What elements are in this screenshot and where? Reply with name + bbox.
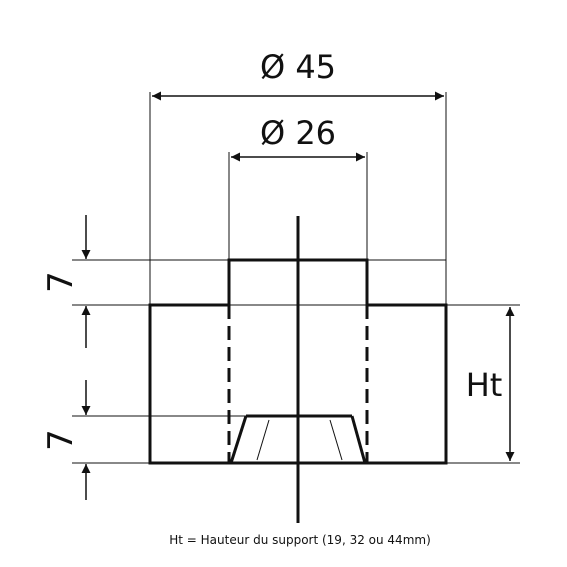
countersink [229,414,367,464]
countersink-hatch-right [329,419,343,461]
dimension-inner-diameter: Ø 26 [231,114,365,162]
extension-lines [72,92,520,464]
countersink-left-edge [229,415,248,464]
inner-diameter-label: Ø 26 [260,114,336,152]
dimension-total-height: Ht [466,307,515,461]
total-height-label: Ht [466,366,503,404]
bottom-height-label: 7 [41,429,81,451]
dimension-outer-diameter: Ø 45 [152,48,444,101]
top-height-label: 7 [41,271,81,293]
countersink-hatch-left [256,419,270,461]
outer-diameter-label: Ø 45 [260,48,336,86]
hidden-edges [227,305,369,463]
caption: Ht = Hauteur du support (19, 32 ou 44mm) [169,533,431,547]
countersink-right-edge [350,415,367,464]
